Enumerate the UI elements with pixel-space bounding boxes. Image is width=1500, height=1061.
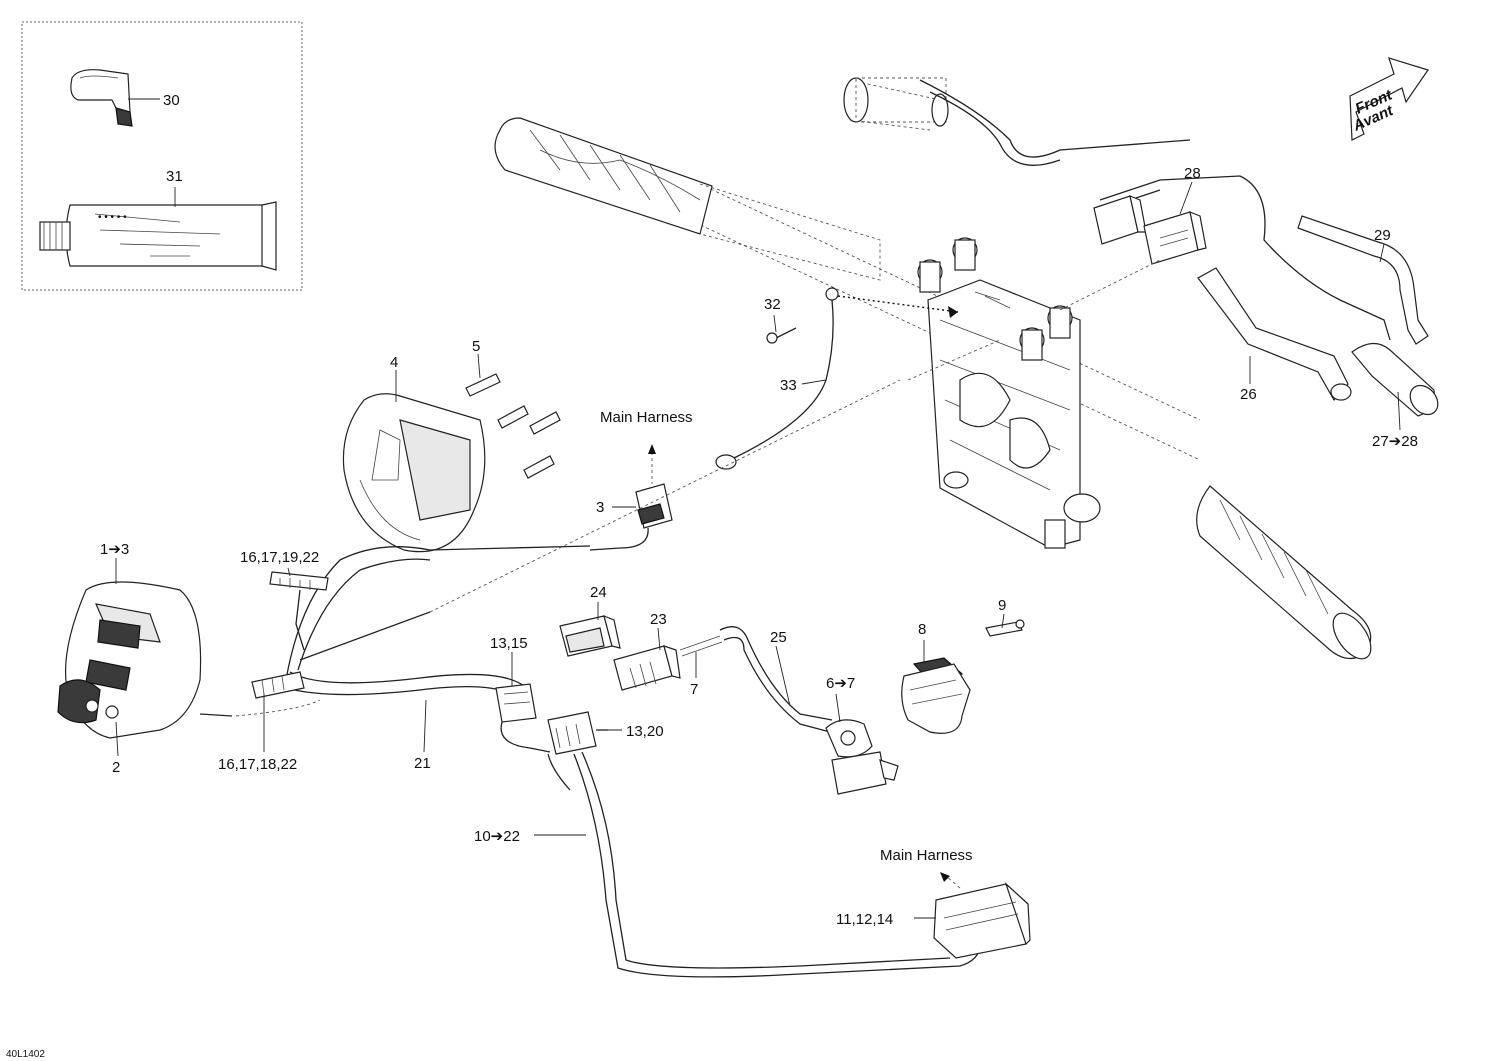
- callout-33: 33: [780, 377, 797, 394]
- callout-30: 30: [163, 92, 180, 109]
- block-part-8: [901, 657, 971, 734]
- right-grip: [1196, 485, 1372, 660]
- switch-assembly-part-1-3: [57, 581, 233, 739]
- inset-box: • • • • •: [21, 21, 303, 291]
- connector-part-24: [559, 614, 621, 657]
- callout-16-17-18-22: 16,17,18,22: [218, 756, 297, 773]
- callout-11-12-14: 11,12,14: [836, 911, 893, 928]
- clip-part-30: [70, 69, 133, 127]
- callout-28: 28: [1184, 165, 1201, 182]
- callout-21: 21: [414, 755, 431, 772]
- harness-part-10-22: [547, 751, 981, 978]
- callout-27-28: 27➔28: [1372, 433, 1418, 450]
- callout-10-22: 10➔22: [474, 828, 520, 845]
- screws-part-5: [465, 373, 561, 479]
- front-arrow: Front Avant: [1349, 57, 1429, 141]
- callout-5: 5: [472, 338, 480, 355]
- top-right-wires: [919, 79, 1439, 417]
- connector-part-13-20: [547, 711, 608, 755]
- sensor-part-6-7: [825, 719, 899, 795]
- callout-32: 32: [764, 296, 781, 313]
- switch-housing-part-4: [342, 393, 486, 553]
- connector-part-16-17-18-22: [251, 671, 305, 699]
- callout-1-3: 1➔3: [100, 541, 129, 558]
- callout-26: 26: [1240, 386, 1257, 403]
- connector-part-23: [613, 645, 681, 691]
- main-harness-label-bottom: Main Harness: [880, 847, 973, 864]
- drawing-code: 40L1402: [6, 1049, 45, 1060]
- callout-8: 8: [918, 621, 926, 638]
- callout-6-7: 6➔7: [826, 675, 855, 692]
- callout-7: 7: [690, 681, 698, 698]
- harness-connector-part-3: [589, 483, 673, 551]
- callout-2: 2: [112, 759, 120, 776]
- leader-lines: [115, 181, 1401, 919]
- ground-wire-part-33: [715, 287, 839, 470]
- callout-13-20: 13,20: [626, 723, 664, 740]
- connector-part-16-17-19-22: [269, 571, 329, 651]
- connector-part-13-15: [495, 683, 551, 753]
- riser-clamp: [917, 237, 1101, 549]
- callout-16-17-19-22: 16,17,19,22: [240, 549, 319, 566]
- pins-part-7: [679, 635, 723, 657]
- callout-29: 29: [1374, 227, 1391, 244]
- callout-4: 4: [390, 354, 398, 371]
- screw-part-32: [766, 327, 797, 344]
- connector-part-28: [1093, 195, 1207, 265]
- svg-text:• • • • •: • • • • •: [98, 212, 127, 223]
- callout-13-15: 13,15: [490, 635, 528, 652]
- callout-25: 25: [770, 629, 787, 646]
- callout-31: 31: [166, 168, 183, 185]
- pin-part-9: [985, 619, 1025, 637]
- callout-23: 23: [650, 611, 667, 628]
- grease-tube-part-31: • • • • •: [39, 201, 277, 271]
- callout-labels: 30 31 32 33 28 29 26 27➔28 4 5 Main Harn…: [100, 92, 1418, 928]
- callout-9: 9: [998, 597, 1006, 614]
- callout-3: 3: [596, 499, 604, 516]
- left-grip: [494, 117, 881, 281]
- callout-24: 24: [590, 584, 607, 601]
- main-harness-label-top: Main Harness: [600, 409, 693, 426]
- harness-connector-part-11-12-14: [933, 882, 1031, 959]
